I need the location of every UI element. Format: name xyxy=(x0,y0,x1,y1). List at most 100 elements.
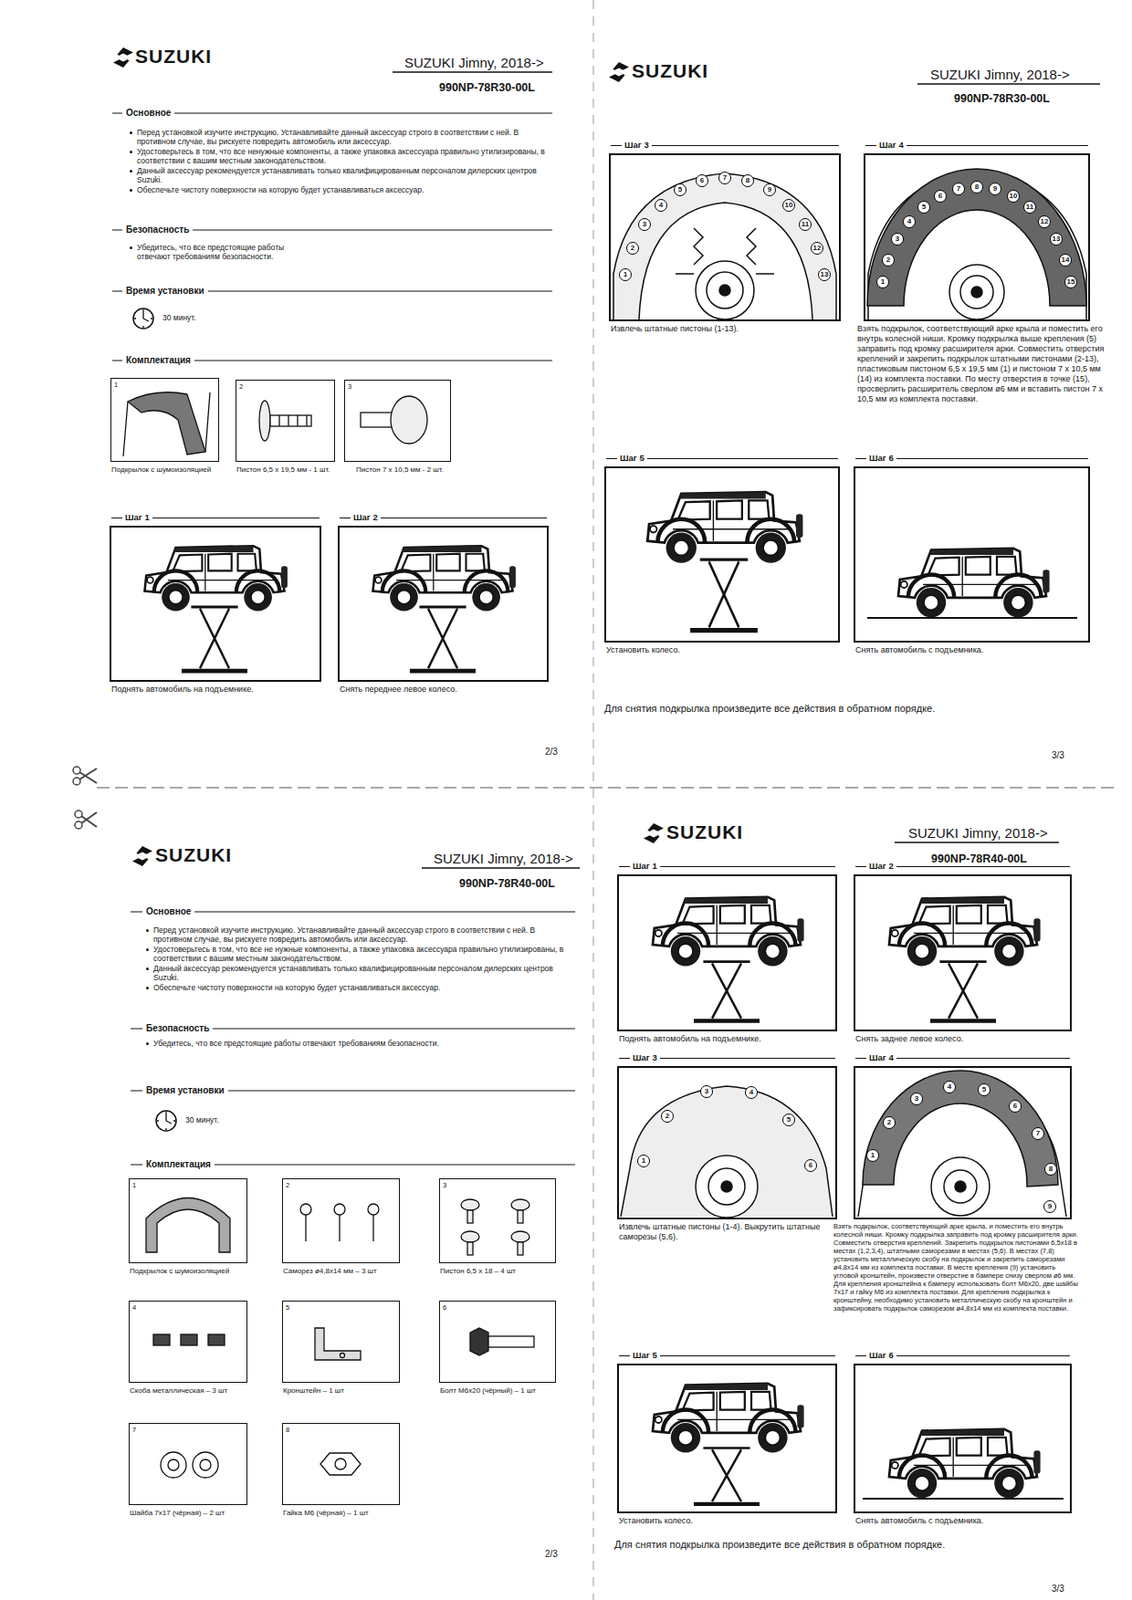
item-number: 1 xyxy=(132,1181,137,1190)
section-heading: Основное xyxy=(142,906,195,918)
caption: Извлечь штатные пистоны (1-4). Выкрутить… xyxy=(618,1222,825,1243)
kit-item: 1Подкрылок с шумоизоляцией xyxy=(110,377,220,462)
step-panel: Шаг 1Поднять автомобиль на подъемнике. xyxy=(109,525,322,682)
step-panel: Шаг 6Снять автомобиль с подъемника. xyxy=(853,466,1091,643)
part-number: 990NP-78R40-00L xyxy=(931,852,1028,867)
callout-number: 2 xyxy=(660,1110,674,1123)
caption: Взять подкрылок, соответствующий арке кр… xyxy=(833,1222,1079,1313)
bullet-dot xyxy=(129,188,133,192)
brand-logo: SUZUKI xyxy=(631,60,709,83)
item-number: 2 xyxy=(239,382,243,391)
callout-number: 3 xyxy=(638,218,651,231)
callout-number: 8 xyxy=(970,180,984,194)
callout-number: 2 xyxy=(626,241,640,255)
item-number: 8 xyxy=(285,1425,290,1435)
bullet-text: Убедитесь, что все предстоящие работы от… xyxy=(136,242,315,262)
callout-number: 5 xyxy=(917,200,931,214)
step-heading: Шаг 2 xyxy=(866,860,897,872)
caption: Снять автомобиль с подъемника. xyxy=(855,1516,1074,1527)
caption: Шайба 7х17 (чёрная) – 2 шт xyxy=(129,1509,267,1519)
callout-number: 7 xyxy=(718,171,732,185)
bullet-text: Обеспечьте чистоту поверхности на котору… xyxy=(136,185,550,195)
kit-item: 8Гайка М6 (чёрная) – 1 шт xyxy=(282,1423,400,1506)
section-heading: Безопасность xyxy=(142,1023,213,1035)
callout-number: 6 xyxy=(933,189,947,203)
page-number: 2/3 xyxy=(545,1549,558,1561)
callout-number: 9 xyxy=(1043,1200,1057,1214)
page-number: 3/3 xyxy=(1051,750,1065,762)
bullet-text: Перед установкой изучите инструкцию. Уст… xyxy=(153,925,576,944)
callout-number: 7 xyxy=(1031,1127,1045,1141)
callout-number: 9 xyxy=(763,183,776,197)
callout-number: 5 xyxy=(673,183,687,197)
step-heading: Шаг 1 xyxy=(629,860,661,872)
item-number: 3 xyxy=(442,1181,447,1190)
brand-logo: SUZUKI xyxy=(135,45,212,68)
callout-number: 7 xyxy=(952,182,965,196)
model-title: SUZUKI Jimny, 2018-> xyxy=(433,850,574,868)
bullet-text: Данный аксессуар рекомендуется устанавли… xyxy=(153,964,576,983)
callout-number: 4 xyxy=(654,199,668,212)
model-title: SUZUKI Jimny, 2018-> xyxy=(404,54,545,72)
clock-icons xyxy=(133,308,177,1132)
step-heading: Шаг 6 xyxy=(866,1350,897,1362)
step-panel: Шаг 2Снять заднее левое колесо. xyxy=(853,874,1072,1032)
section-heading: Основное xyxy=(122,107,175,119)
callout-number: 12 xyxy=(810,241,824,255)
callout-number: 4 xyxy=(902,215,916,229)
kit-item: 2Пистон 6,5 х 19,5 мм - 1 шт. xyxy=(235,379,336,462)
step-panel: Шаг 5Установить колесо. xyxy=(604,466,840,643)
step-heading: Шаг 5 xyxy=(617,452,648,464)
callout-number: 3 xyxy=(910,1092,923,1106)
removal-note: Для снятия подкрылка произведите все дей… xyxy=(614,1539,1108,1552)
callout-number: 10 xyxy=(782,199,796,212)
caption: Снять автомобиль с подъемника. xyxy=(855,645,1092,656)
bullet-dot xyxy=(146,948,149,952)
callout-number: 5 xyxy=(782,1113,796,1127)
callout-number: 1 xyxy=(866,1149,880,1163)
caption: Поднять автомобиль на подъемнике. xyxy=(111,684,324,695)
bullet-text: Перед установкой изучите инструкцию. Уст… xyxy=(136,127,550,147)
callout-number: 1 xyxy=(618,268,632,282)
step-pictures xyxy=(145,492,1079,1505)
step-panel: Шаг 5Установить колесо. xyxy=(617,1363,838,1514)
caption: Кронштейн – 1 шт xyxy=(283,1386,420,1396)
caption: Болт М6х20 (чёрный) – 1 шт xyxy=(440,1386,577,1396)
callout-number: 4 xyxy=(943,1080,956,1094)
callout-number: 13 xyxy=(817,268,831,282)
caption: Подкрылок с шумоизоляцией xyxy=(111,465,249,475)
step-panel: Шаг 2Снять переднее левое колесо. xyxy=(337,525,549,682)
kit-item: 5Кронштейн – 1 шт xyxy=(282,1300,400,1384)
time-value: 30 минут. xyxy=(185,1115,220,1126)
kit-item: 2Саморез ø4,8х14 мм – 3 шт xyxy=(282,1178,400,1264)
step-heading: Шаг 3 xyxy=(621,139,652,151)
callout-number: 11 xyxy=(1023,200,1037,214)
bullet-dot xyxy=(146,986,149,990)
step-heading: Шаг 5 xyxy=(629,1350,661,1362)
callout-number: 1 xyxy=(637,1154,650,1168)
caption: Установить колесо. xyxy=(618,1516,839,1527)
bullet-text: Данный аксессуар рекомендуется устанавли… xyxy=(136,166,550,185)
bullet-dot xyxy=(129,169,133,173)
callout-number: 12 xyxy=(1037,215,1051,229)
bullet-dot xyxy=(129,150,133,154)
caption: Пистон 6,5 х 19,5 мм - 1 шт. xyxy=(236,465,345,475)
kit-item: 6Болт М6х20 (чёрный) – 1 шт xyxy=(439,1300,556,1384)
brand-logo: SUZUKI xyxy=(155,844,232,867)
callout-number: 5 xyxy=(977,1083,991,1097)
bullet-text: Обеспечьте чистоту поверхности на котору… xyxy=(153,983,576,993)
section-heading: Время установки xyxy=(142,1085,229,1097)
caption: Извлечь штатные пистоны (1-13). xyxy=(610,324,843,335)
bullet-text: Убедитесь, что все предстоящие работы от… xyxy=(153,1038,576,1049)
callout-number: 6 xyxy=(695,174,709,188)
kit-item: 3Пистон 7 х 10,5 мм - 2 шт. xyxy=(344,379,451,462)
part-number: 990NP-78R40-00L xyxy=(459,877,556,891)
item-number: 2 xyxy=(285,1181,290,1190)
callout-number: 3 xyxy=(700,1085,713,1099)
model-title: SUZUKI Jimny, 2018-> xyxy=(908,825,1049,842)
bullet-dot xyxy=(129,246,133,250)
item-number: 4 xyxy=(132,1303,137,1312)
kit-item: 7Шайба 7х17 (чёрная) – 2 шт xyxy=(128,1423,248,1506)
caption: Установить колесо. xyxy=(606,645,842,656)
